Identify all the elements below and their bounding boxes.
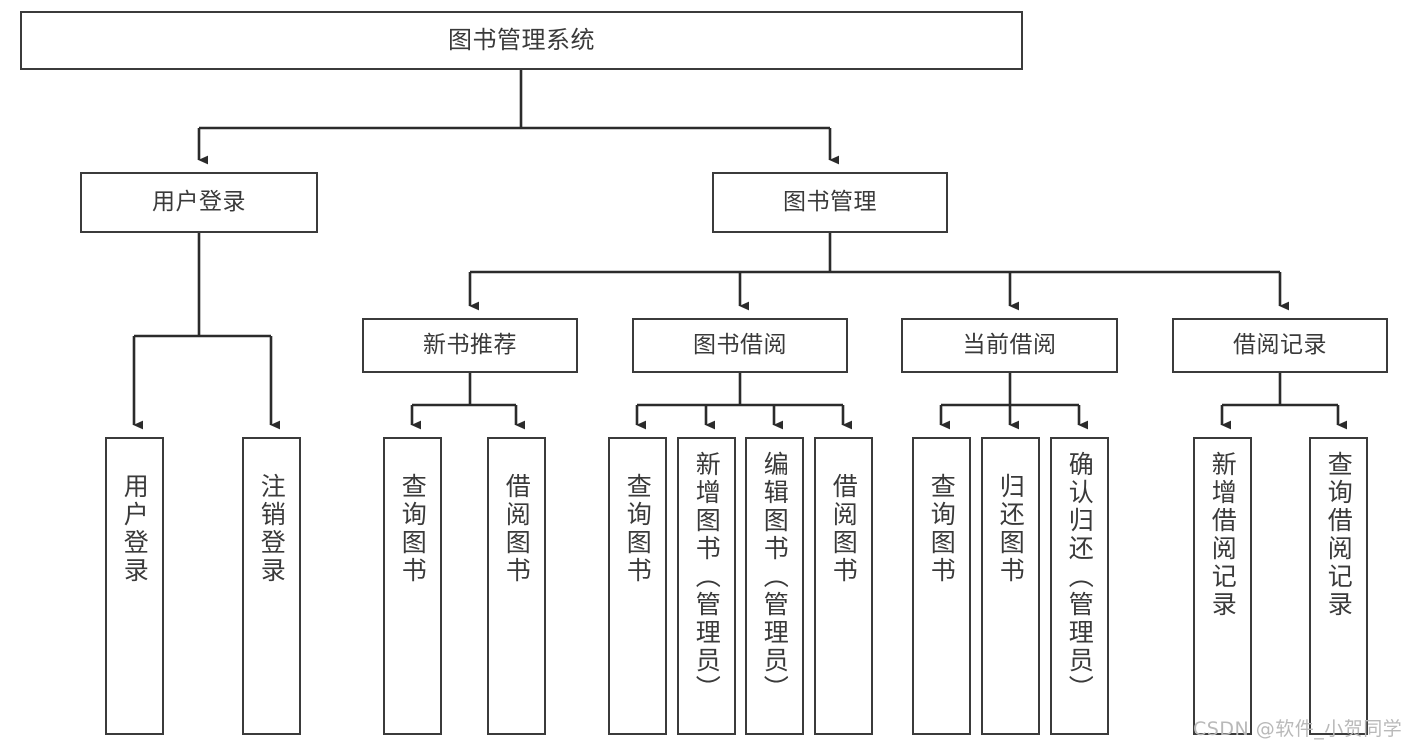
node-leaf-add-record[interactable]: 新增借阅记录 bbox=[1193, 437, 1252, 735]
node-label: 图书借阅 bbox=[693, 331, 787, 358]
node-label: 查询图书 bbox=[623, 473, 653, 585]
node-leaf-borrow-book-1[interactable]: 借阅图书 bbox=[487, 437, 546, 735]
node-leaf-add-book[interactable]: 新增图书（管理员） bbox=[677, 437, 736, 735]
node-leaf-edit-book[interactable]: 编辑图书（管理员） bbox=[745, 437, 804, 735]
node-root-system[interactable]: 图书管理系统 bbox=[20, 11, 1023, 70]
node-book-management[interactable]: 图书管理 bbox=[712, 172, 948, 233]
node-leaf-return-book[interactable]: 归还图书 bbox=[981, 437, 1040, 735]
node-new-book-recommend[interactable]: 新书推荐 bbox=[362, 318, 578, 373]
node-leaf-query-book-1[interactable]: 查询图书 bbox=[383, 437, 442, 735]
node-leaf-logout-login[interactable]: 注销登录 bbox=[242, 437, 301, 735]
node-label: 查询图书 bbox=[398, 473, 428, 585]
node-label: 借阅图书 bbox=[502, 473, 532, 585]
node-label: 确认归还（管理员） bbox=[1065, 451, 1095, 703]
csdn-watermark: CSDN @软件_小贺同学 bbox=[1193, 718, 1403, 740]
node-leaf-query-book-3[interactable]: 查询图书 bbox=[912, 437, 971, 735]
node-label: 查询借阅记录 bbox=[1324, 451, 1354, 619]
node-book-borrow[interactable]: 图书借阅 bbox=[632, 318, 848, 373]
node-label: 新增图书（管理员） bbox=[692, 451, 722, 703]
node-label: 用户登录 bbox=[120, 473, 150, 585]
node-leaf-query-record[interactable]: 查询借阅记录 bbox=[1309, 437, 1368, 735]
node-label: 用户登录 bbox=[152, 188, 246, 215]
node-label: 新书推荐 bbox=[423, 331, 517, 358]
node-label: 查询图书 bbox=[927, 473, 957, 585]
node-label: 借阅图书 bbox=[829, 473, 859, 585]
node-borrow-record[interactable]: 借阅记录 bbox=[1172, 318, 1388, 373]
node-label: 注销登录 bbox=[257, 473, 287, 585]
node-leaf-query-book-2[interactable]: 查询图书 bbox=[608, 437, 667, 735]
node-current-borrow[interactable]: 当前借阅 bbox=[901, 318, 1118, 373]
node-leaf-confirm-return[interactable]: 确认归还（管理员） bbox=[1050, 437, 1109, 735]
node-leaf-borrow-book-2[interactable]: 借阅图书 bbox=[814, 437, 873, 735]
node-label: 图书管理系统 bbox=[448, 26, 595, 55]
node-label: 图书管理 bbox=[783, 188, 877, 215]
node-label: 归还图书 bbox=[996, 473, 1026, 585]
node-label: 当前借阅 bbox=[962, 331, 1057, 358]
node-label: 编辑图书（管理员） bbox=[760, 451, 790, 703]
node-label: 借阅记录 bbox=[1233, 331, 1327, 358]
node-leaf-user-login[interactable]: 用户登录 bbox=[105, 437, 164, 735]
node-user-login[interactable]: 用户登录 bbox=[80, 172, 318, 233]
node-label: 新增借阅记录 bbox=[1208, 451, 1238, 619]
